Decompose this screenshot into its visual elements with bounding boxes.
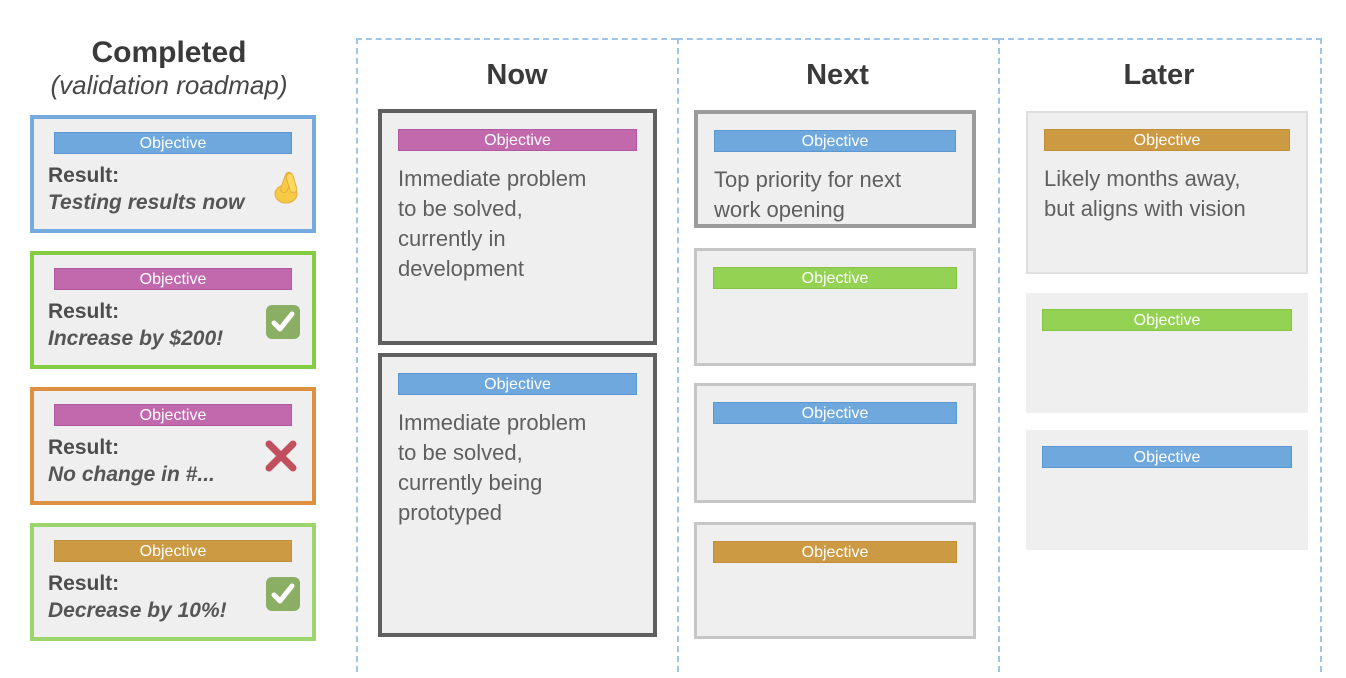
later-column-frame [998,38,1322,672]
objective-label: Objective [484,376,551,393]
objective-label: Objective [139,271,207,288]
card-text: Immediate problem to be solved, currentl… [398,410,587,525]
objective-bar: Objective [1042,309,1292,331]
next-card-4: Objective [694,522,976,639]
objective-label: Objective [139,407,207,424]
result-label: Result: [48,300,120,323]
objective-label: Objective [801,270,869,287]
now-card-prototype: Objective Immediate problem to be solved… [378,353,657,637]
result-value: Testing results now [48,191,245,214]
completed-subtitle: (validation roadmap) [50,70,288,100]
objective-bar: Objective [714,130,956,152]
objective-label: Objective [484,132,551,149]
objective-bar: Objective [54,132,292,154]
card-text: Likely months away, but aligns with visi… [1044,166,1246,221]
objective-bar: Objective [54,268,292,290]
later-card-2: Objective [1026,293,1308,413]
next-card-2: Objective [694,248,976,366]
next-card-3: Objective [694,383,976,503]
objective-label: Objective [801,544,869,561]
result-block: Result: Increase by $200! [48,298,312,352]
result-block: Result: Decrease by 10%! [48,570,312,624]
card-text: Top priority for next work opening [714,167,902,222]
objective-label: Objective [1133,132,1201,149]
result-value: No change in #... [48,463,215,486]
completed-card-decrease: Objective Result: Decrease by 10%! [30,523,316,641]
objective-label: Objective [139,135,207,152]
objective-bar: Objective [713,402,957,424]
card-text: Immediate problem to be solved, currentl… [398,166,587,281]
check-icon [266,305,300,339]
objective-label: Objective [801,405,869,422]
next-column-title: Next [806,59,869,91]
result-value: Increase by $200! [48,327,224,350]
now-card-development: Objective Immediate problem to be solved… [378,109,657,345]
objective-label: Objective [139,543,207,560]
objective-label: Objective [1133,312,1201,329]
objective-bar: Objective [713,541,957,563]
later-card-3: Objective [1026,430,1308,550]
completed-card-testing: Objective Result: Testing results now [30,115,316,233]
objective-bar: Objective [1042,446,1292,468]
later-column-title: Later [1123,59,1195,91]
objective-bar: Objective [398,373,637,395]
next-column-frame [677,38,998,672]
result-block: Result: Testing results now [48,162,312,216]
objective-bar: Objective [398,129,637,151]
objective-bar: Objective [54,540,292,562]
later-card-vision: Objective Likely months away, but aligns… [1026,111,1308,274]
next-card-top-priority: Objective Top priority for next work ope… [694,110,976,228]
completed-card-nochange: Objective Result: No change in #... [30,387,316,505]
result-value: Decrease by 10%! [48,599,227,622]
crossed-fingers-icon [270,169,306,205]
now-column-frame [356,38,677,672]
objective-label: Objective [1133,449,1201,466]
result-block: Result: No change in #... [48,434,312,488]
completed-header: Completed (validation roadmap) [16,36,322,100]
now-column-title: Now [486,59,548,91]
result-label: Result: [48,164,120,187]
completed-card-increase: Objective Result: Increase by $200! [30,251,316,369]
objective-bar: Objective [1044,129,1290,151]
objective-label: Objective [801,133,869,150]
cross-icon [264,439,298,473]
objective-bar: Objective [713,267,957,289]
check-icon [266,577,300,611]
completed-title: Completed [91,36,247,69]
objective-bar: Objective [54,404,292,426]
result-label: Result: [48,436,120,459]
result-label: Result: [48,572,120,595]
